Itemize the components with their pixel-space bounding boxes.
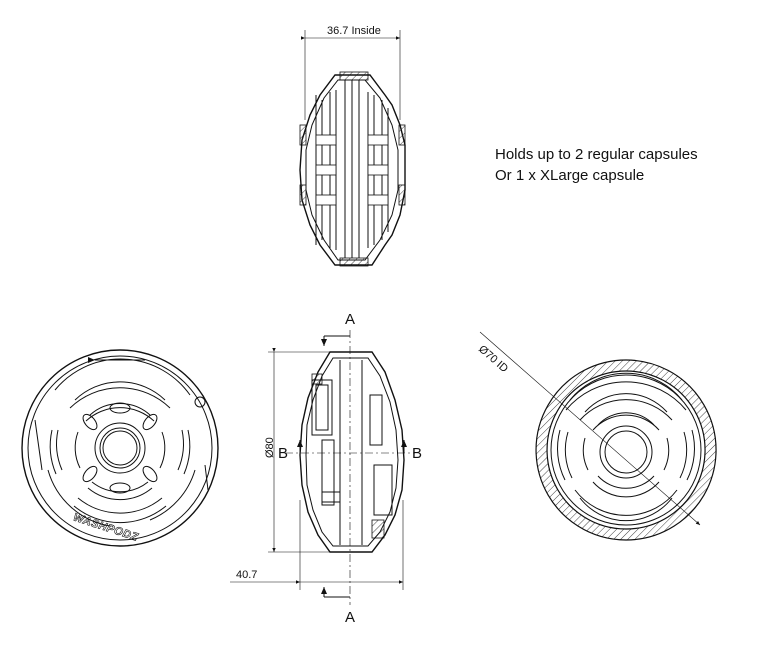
diameter-label: Ø80 xyxy=(264,437,276,458)
section-b-left-label: B xyxy=(278,445,288,462)
inner-diameter-label: Ø70 ID xyxy=(476,343,510,375)
section-b-right-label: B xyxy=(412,445,422,462)
front-side-view: A A B B Ø80 xyxy=(230,311,422,626)
length-label: 40.7 xyxy=(236,569,257,581)
top-rim-hatch xyxy=(339,71,369,81)
top-side-view: 36.7 Inside xyxy=(299,25,406,267)
bottom-rim-hatch xyxy=(339,257,369,267)
section-a-top-label: A xyxy=(345,311,355,328)
inside-width-label: 36.7 Inside xyxy=(327,25,381,37)
front-view-logo-face: WASHPODZ xyxy=(21,349,219,547)
side-body-outline xyxy=(299,351,405,553)
front-outer-rim xyxy=(21,349,219,547)
section-a-bottom-label: A xyxy=(345,609,355,626)
section-hatched-wall xyxy=(535,359,717,541)
section-view-inner: Ø70 ID xyxy=(476,331,717,541)
capacity-note-line-2: Or 1 x XLarge capsule xyxy=(495,167,645,184)
capacity-note-line-1: Holds up to 2 regular capsules xyxy=(495,146,698,163)
